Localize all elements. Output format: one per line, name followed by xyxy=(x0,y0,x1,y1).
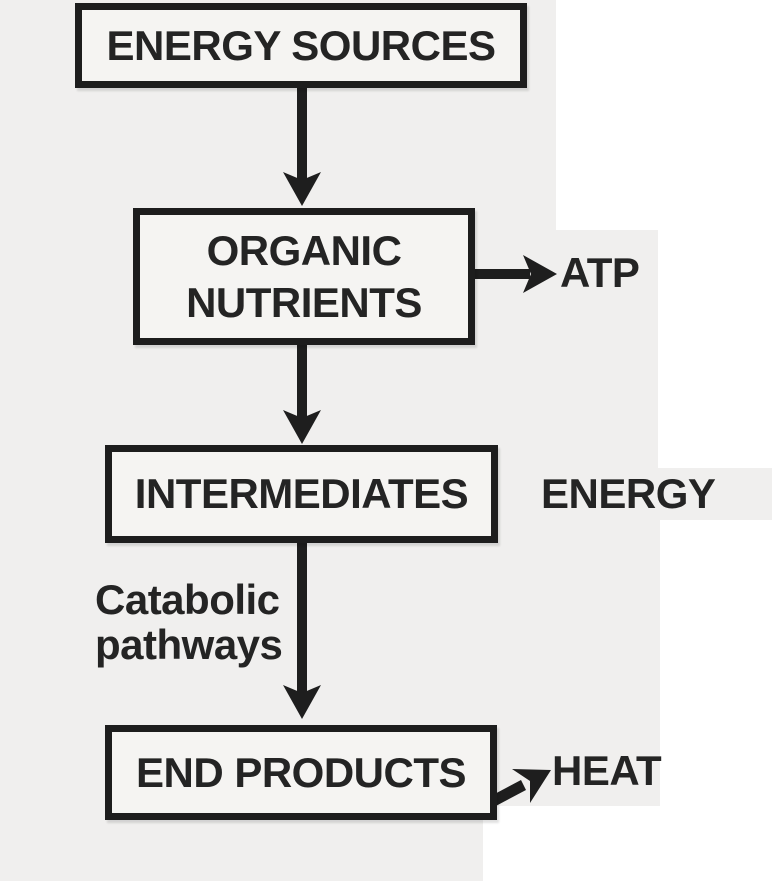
flow-box-organic-nutrients-label-line1: ORGANIC xyxy=(206,227,402,275)
arrow-organic-nutrients-to-atp-icon xyxy=(473,255,557,293)
flow-box-energy-sources: ENERGY SOURCES xyxy=(75,3,527,88)
white-patch-right-lower xyxy=(660,520,772,808)
energy-label: ENERGY xyxy=(541,470,716,517)
white-patch-top-right xyxy=(556,0,772,230)
heat-label: HEAT xyxy=(552,747,662,794)
white-patch-right-upper xyxy=(658,230,772,468)
catabolic-pathways-line1: Catabolic xyxy=(95,576,280,623)
flow-box-intermediates-label: INTERMEDIATES xyxy=(134,470,469,518)
flow-box-energy-sources-label: ENERGY SOURCES xyxy=(106,21,497,69)
arrow-organic-nutrients-to-intermediates-icon xyxy=(283,345,321,444)
catabolic-pathways-annotation: Catabolic pathways xyxy=(95,576,283,668)
catabolic-pathways-line2: pathways xyxy=(95,621,283,668)
flow-box-end-products: END PRODUCTS xyxy=(105,725,497,820)
flow-box-organic-nutrients: ORGANIC NUTRIENTS xyxy=(133,208,475,345)
arrow-intermediates-to-end-products-icon xyxy=(283,543,321,719)
flow-box-end-products-label: END PRODUCTS xyxy=(135,748,467,796)
white-patch-bottom-right xyxy=(483,806,772,881)
flow-box-organic-nutrients-label-line2: NUTRIENTS xyxy=(186,278,422,326)
arrow-energy-sources-to-organic-nutrients-icon xyxy=(283,88,321,206)
atp-label: ATP xyxy=(560,249,640,296)
flow-box-intermediates: INTERMEDIATES xyxy=(105,445,498,543)
